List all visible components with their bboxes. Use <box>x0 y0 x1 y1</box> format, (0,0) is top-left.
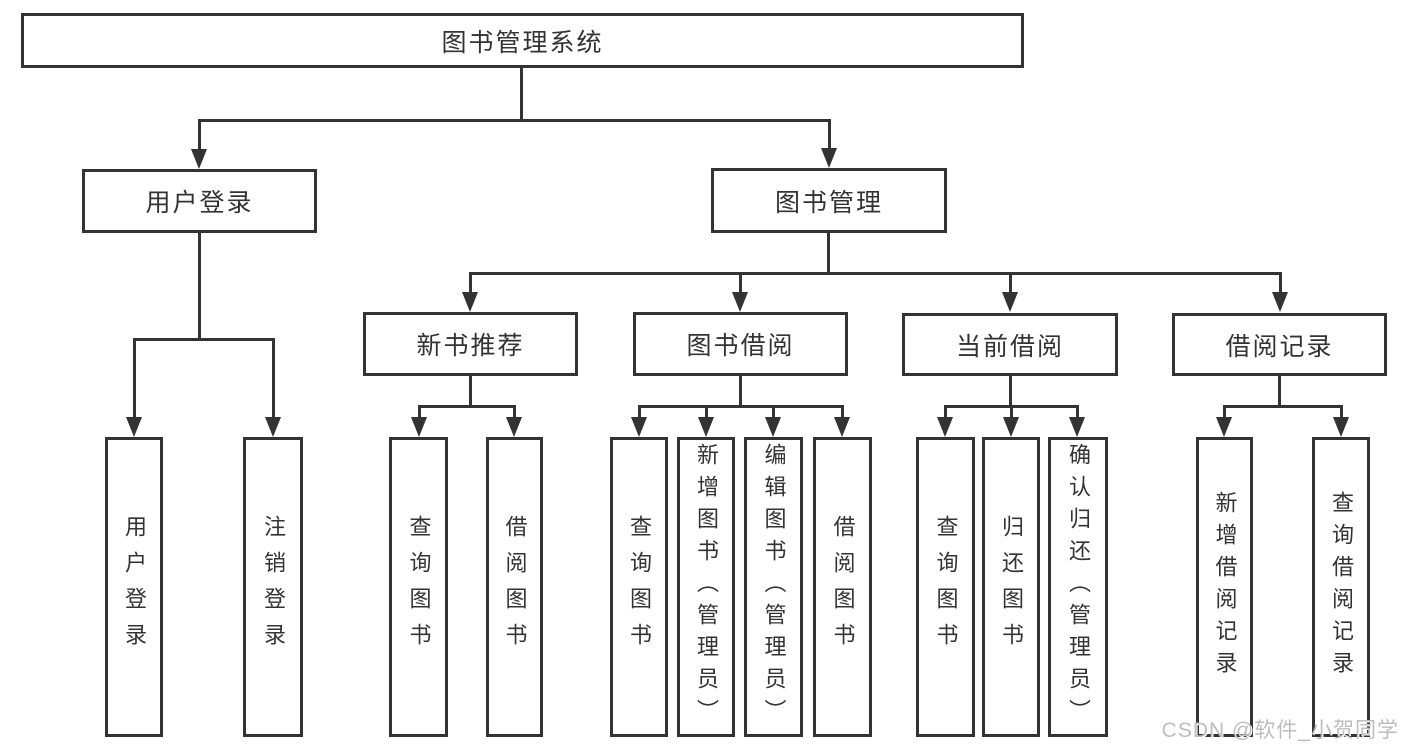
connector-to-new-book <box>469 272 472 296</box>
leaf-borrow-books-2: 借阅图书 <box>813 437 872 737</box>
arrowhead-book-management-icon <box>821 148 837 168</box>
connector-to-leaf-query-record <box>1340 405 1343 420</box>
connector-to-current-borrow <box>1009 272 1012 296</box>
arrowhead-leaf-borrow-books-2-icon <box>834 417 850 437</box>
connector-to-leaf-query-books-2 <box>638 405 641 420</box>
connector-book-borrow-branch <box>638 405 844 408</box>
watermark: CSDN @软件_小贺同学 <box>1161 719 1399 742</box>
arrowhead-book-borrow-icon <box>732 292 748 312</box>
leaf-confirm-return-admin: 确认归还（管理员） <box>1048 437 1108 737</box>
connector-root-to-book-management <box>828 119 831 150</box>
connector-to-leaf-borrow-books-2 <box>841 405 844 420</box>
arrowhead-user-login-icon <box>191 149 207 169</box>
connector-to-borrow-records <box>1279 272 1282 296</box>
arrowhead-leaf-logout-icon <box>265 417 281 437</box>
connector-to-book-borrow <box>739 272 742 296</box>
connector-to-leaf-query-books-1 <box>418 405 421 420</box>
node-new-book-recommend: 新书推荐 <box>363 312 578 376</box>
arrowhead-leaf-query-books-1-icon <box>411 417 427 437</box>
arrowhead-leaf-query-books-2-icon <box>631 417 647 437</box>
leaf-query-books-3: 查询图书 <box>916 437 975 737</box>
arrowhead-borrow-records-icon <box>1272 292 1288 312</box>
connector-to-leaf-borrow-books-1 <box>513 405 516 420</box>
connector-book-management-branch <box>469 272 1282 275</box>
leaf-return-books: 归还图书 <box>982 437 1040 737</box>
connector-new-book-stem <box>469 376 472 407</box>
leaf-edit-books-admin: 编辑图书（管理员） <box>744 437 803 737</box>
connector-to-leaf-confirm-return <box>1076 405 1079 420</box>
connector-root-stem <box>520 68 523 121</box>
connector-borrow-records-stem <box>1278 376 1281 407</box>
node-library-management-system: 图书管理系统 <box>21 13 1024 68</box>
connector-to-leaf-query-books-3 <box>944 405 947 420</box>
node-current-borrowing: 当前借阅 <box>902 313 1118 376</box>
arrowhead-leaf-query-record-icon <box>1333 417 1349 437</box>
connector-book-borrow-stem <box>739 376 742 407</box>
connector-user-login-branch <box>133 338 275 341</box>
arrowhead-new-book-icon <box>462 292 478 312</box>
connector-to-leaf-add-record <box>1223 405 1226 420</box>
connector-current-borrow-stem <box>1009 376 1012 407</box>
arrowhead-current-borrow-icon <box>1002 292 1018 312</box>
connector-root-to-user-login <box>198 119 201 151</box>
leaf-add-borrow-record: 新增借阅记录 <box>1196 437 1253 737</box>
node-book-management: 图书管理 <box>711 168 947 233</box>
connector-to-leaf-user-login <box>133 338 136 420</box>
arrowhead-leaf-add-record-icon <box>1216 417 1232 437</box>
connector-root-branch <box>198 119 831 122</box>
leaf-logout: 注销登录 <box>243 437 303 737</box>
connector-user-login-stem <box>198 233 201 340</box>
node-book-borrowing: 图书借阅 <box>633 312 848 376</box>
leaf-query-books-1: 查询图书 <box>389 437 448 737</box>
arrowhead-leaf-borrow-books-1-icon <box>506 417 522 437</box>
connector-to-leaf-return-books <box>1010 405 1013 420</box>
leaf-borrow-books-1: 借阅图书 <box>486 437 543 737</box>
arrowhead-leaf-add-books-icon <box>698 417 714 437</box>
node-borrowing-records: 借阅记录 <box>1172 313 1387 376</box>
connector-to-leaf-logout <box>272 338 275 420</box>
arrowhead-leaf-edit-books-icon <box>765 417 781 437</box>
arrowhead-leaf-return-books-icon <box>1003 417 1019 437</box>
connector-book-management-stem <box>827 233 830 274</box>
arrowhead-leaf-user-login-icon <box>126 417 142 437</box>
leaf-query-borrow-record: 查询借阅记录 <box>1312 437 1370 737</box>
leaf-query-books-2: 查询图书 <box>610 437 668 737</box>
node-user-login: 用户登录 <box>82 169 317 233</box>
connector-to-leaf-add-books <box>705 405 708 420</box>
connector-borrow-records-branch <box>1223 405 1343 408</box>
leaf-user-login: 用户登录 <box>105 437 163 737</box>
connector-to-leaf-edit-books <box>772 405 775 420</box>
arrowhead-leaf-confirm-return-icon <box>1069 417 1085 437</box>
leaf-add-books-admin: 新增图书（管理员） <box>677 437 735 737</box>
arrowhead-leaf-query-books-3-icon <box>937 417 953 437</box>
connector-new-book-branch <box>418 405 516 408</box>
